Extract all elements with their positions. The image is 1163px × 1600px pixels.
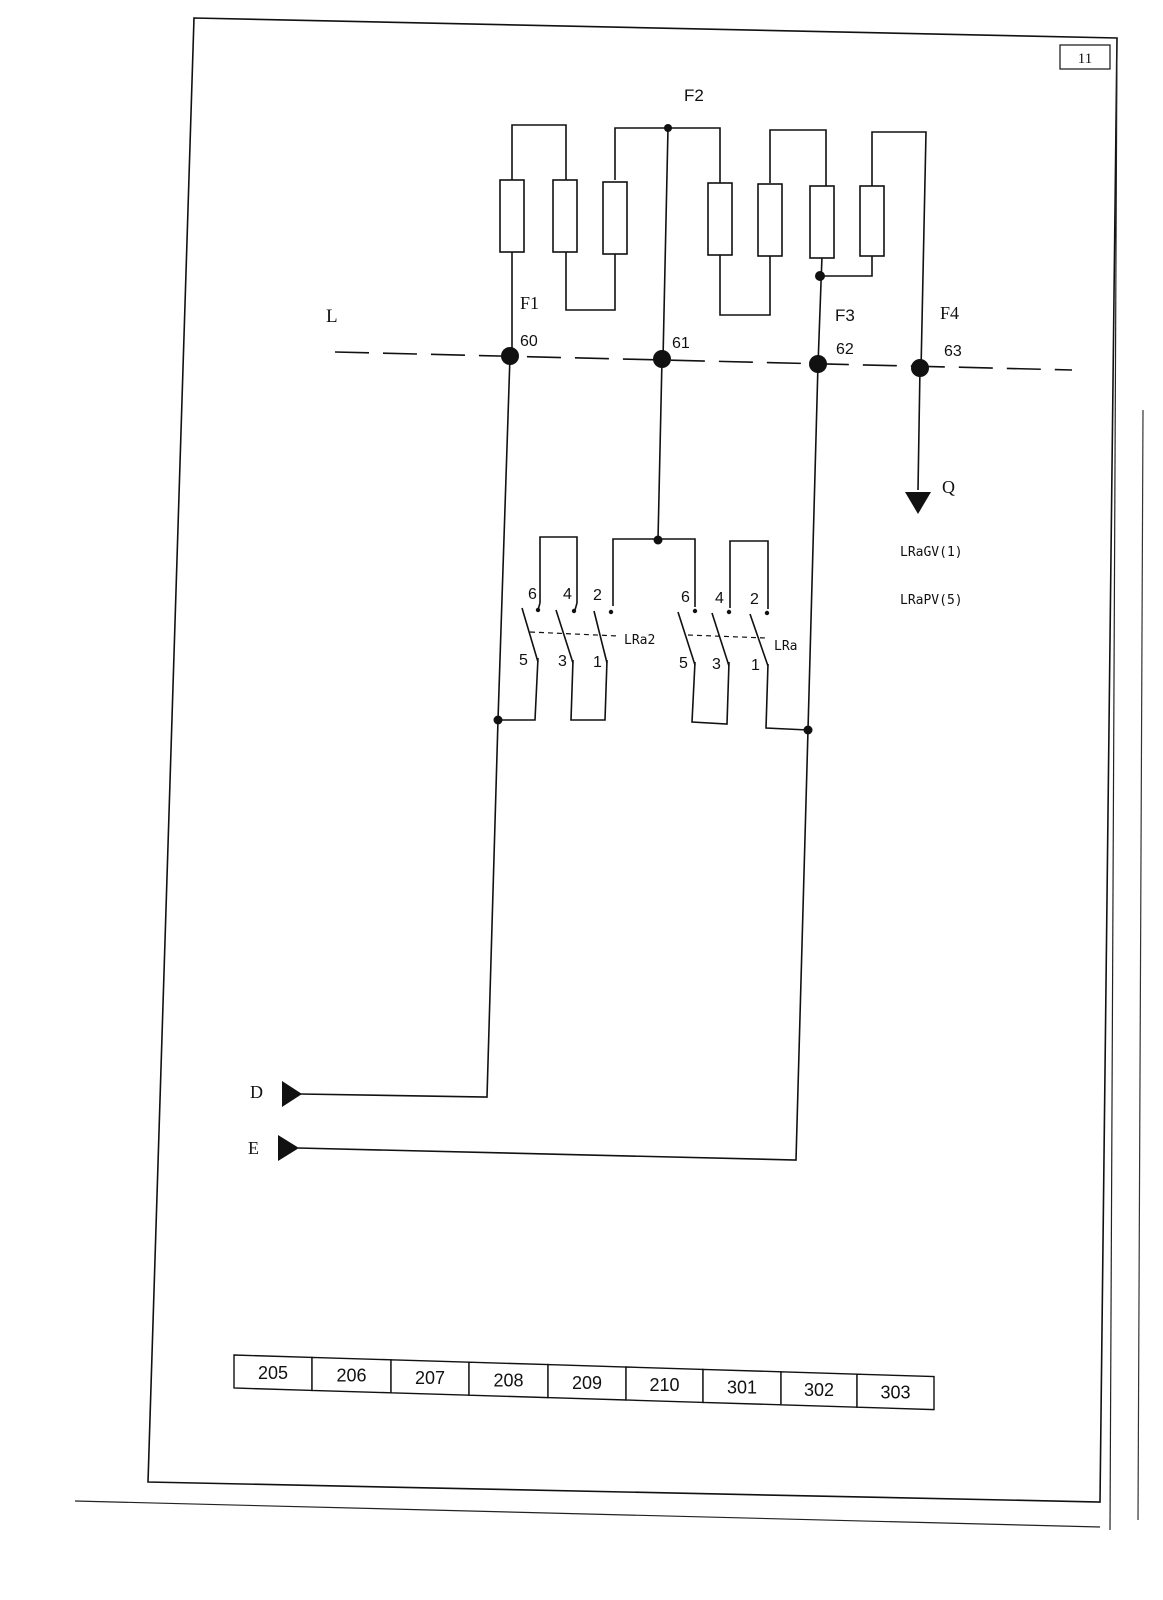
lra-upper-contact-6: 6 [681,589,690,606]
d-label: D [250,1082,263,1102]
reference-number: 206 [336,1366,366,1386]
resistor-3 [602,181,628,255]
lra2-lower-contact-5: 5 [519,652,528,669]
lra-upper-contact-2: 2 [750,591,759,608]
supply-bus-line [334,351,1073,371]
resistor-1 [499,179,525,253]
lra-lower-contact-3: 3 [712,656,721,673]
reference-number: 302 [804,1380,834,1400]
resistor-4 [707,182,733,256]
q-label: Q [942,477,955,497]
reference-number: 205 [258,1363,288,1383]
bus-label: L [326,306,338,327]
output-d: D [250,1081,302,1107]
network-junctions [664,124,825,281]
relay-lra-labels: 6 4 2 5 3 1 LRa [679,589,797,674]
resistor-5 [757,183,783,257]
bus-node-62: F3 62 [809,306,855,373]
down-arrow-icon [905,492,931,514]
relay-lra-contact-dots [692,608,770,616]
lra2-upper-contact-4: 4 [563,586,572,603]
relay-name-lra: LRa [774,639,797,654]
node-number-62: 62 [836,341,854,358]
node-number-61: 61 [672,335,690,352]
resistor-6 [809,185,835,259]
bus-node-63: F4 63 [911,303,962,377]
fuse-label-f3: F3 [835,306,855,325]
heater-resistor-network [499,124,927,371]
relay-lra2-contacts [521,607,619,664]
relay-lra2-labels: 6 4 2 5 3 1 LRa2 [519,586,655,671]
relay-lra2-contact-dots [535,607,614,615]
reference-number: 207 [415,1368,445,1388]
reference-number: 303 [880,1382,910,1402]
bus-node-60: F1 60 [501,293,539,365]
node-number-60: 60 [520,333,538,350]
lra2-lower-contact-3: 3 [558,653,567,670]
fuse-label-f2: F2 [684,86,704,105]
output-e: E [248,1135,299,1161]
page-number-box: 11 [1059,44,1111,70]
relay-name-lra2: LRa2 [624,633,655,648]
right-arrow-icon [282,1081,302,1107]
fuse-label-f4: F4 [940,303,959,323]
reference-cell [856,1373,935,1411]
reference-strip: 205 206 207 208 209 210 301 302 303 [233,1354,935,1411]
e-label: E [248,1138,259,1158]
right-arrow-icon [278,1135,299,1161]
relay-wiring [498,536,809,731]
page-frame [74,17,1144,1531]
bus-drops [497,355,819,731]
node-number-63: 63 [944,343,962,360]
lra-lower-contact-5: 5 [679,655,688,672]
lra-lower-contact-1: 1 [751,657,760,674]
lra2-upper-contact-6: 6 [528,586,537,603]
resistor-2 [552,179,578,253]
q-output: Q LRaGV(1) LRaPV(5) [900,367,963,608]
q-ref-2: LRaPV(5) [900,593,963,608]
reference-number: 301 [727,1378,757,1398]
lra-upper-contact-4: 4 [715,590,724,607]
reference-number: 209 [572,1373,602,1393]
reference-number: 210 [649,1375,679,1395]
page-number: 11 [1078,51,1092,67]
lra2-upper-contact-2: 2 [593,587,602,604]
relay-lra-contacts [677,611,769,667]
q-ref-1: LRaGV(1) [900,545,963,560]
reference-number: 208 [493,1370,523,1390]
lra2-lower-contact-1: 1 [593,654,602,671]
fuse-label-f1: F1 [520,293,539,313]
resistor-7 [859,185,885,257]
output-lines [297,719,809,1161]
